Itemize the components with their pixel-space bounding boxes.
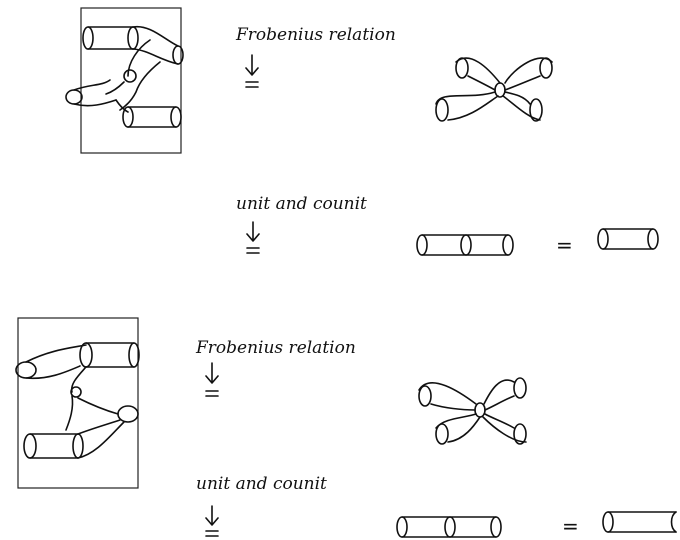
bottom-unit-rhs-cylinder: [602, 511, 677, 533]
bottom-unit-arrow: [205, 505, 219, 537]
top-bounding-box: [80, 7, 182, 154]
top-unit-arrow: [246, 221, 260, 254]
bottom-unit-counit-label: unit and counit: [196, 474, 327, 494]
top-frobenius-result: [435, 57, 553, 122]
bottom-equals-sign: =: [562, 514, 579, 538]
top-frobenius-arrow: [245, 54, 259, 88]
bottom-frobenius-arrow: [205, 362, 219, 397]
top-unit-lhs-cylinder: [416, 234, 514, 256]
bottom-bounding-box: [17, 317, 139, 489]
bottom-frobenius-result: [418, 377, 527, 445]
top-frobenius-label: Frobenius relation: [235, 25, 396, 45]
top-snake-diagram: [65, 7, 184, 154]
top-unit-counit-label: unit and counit: [236, 194, 367, 214]
bottom-frobenius-label: Frobenius relation: [195, 338, 356, 358]
bottom-snake-diagram: [15, 317, 140, 489]
top-unit-rhs-cylinder: [597, 228, 659, 250]
top-equals-sign: =: [556, 233, 573, 257]
bottom-unit-lhs-cylinder: [396, 516, 502, 538]
